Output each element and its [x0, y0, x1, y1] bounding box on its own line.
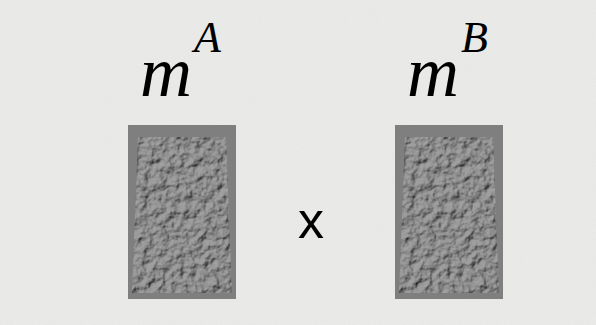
math-superscript: A [194, 16, 221, 60]
tomogram-image [395, 125, 503, 299]
math-symbol: m [407, 36, 459, 108]
math-superscript: B [461, 16, 488, 60]
tomogram-image [128, 125, 236, 299]
math-symbol: m [140, 36, 192, 108]
operator-sign: x [298, 194, 324, 246]
